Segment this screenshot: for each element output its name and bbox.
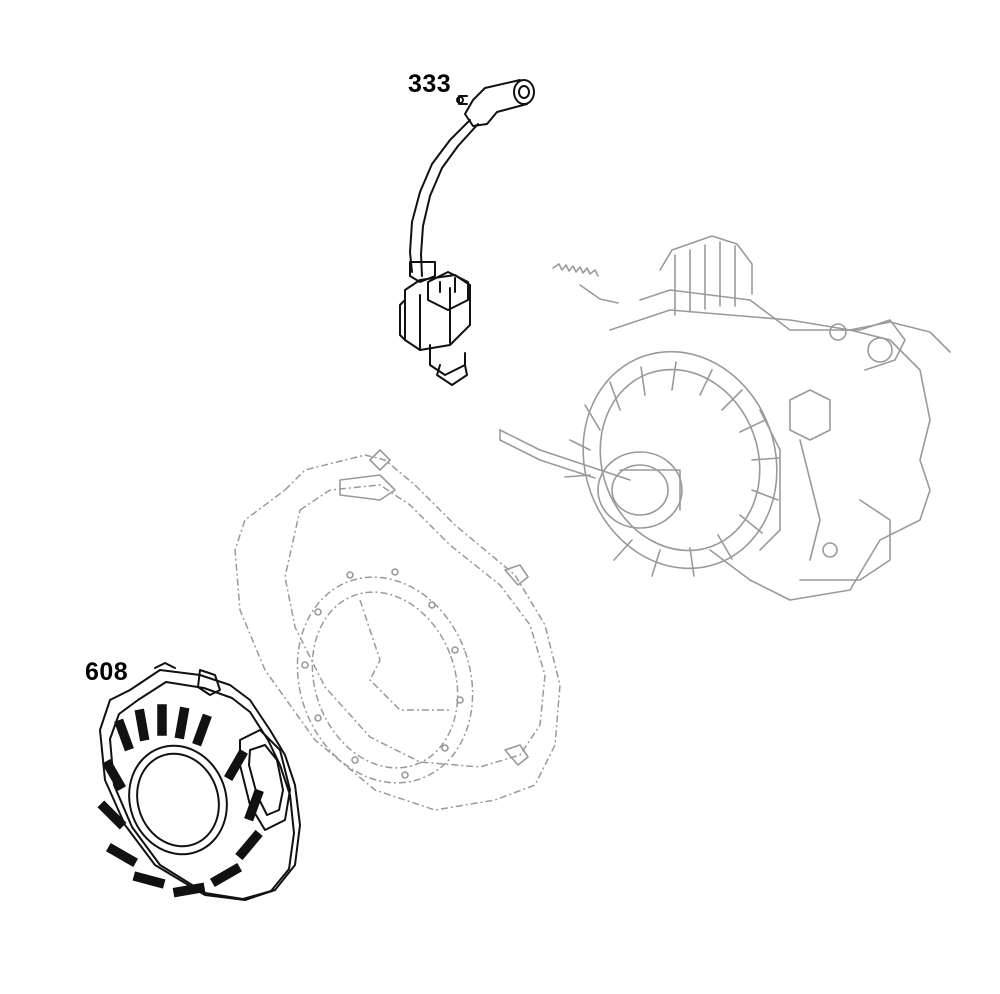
part-number-coil-label: 333 bbox=[408, 70, 452, 98]
spark-plug-boot bbox=[456, 79, 535, 127]
coil-body bbox=[399, 261, 471, 386]
blower-housing bbox=[234, 449, 561, 811]
recoil-starter bbox=[97, 662, 301, 901]
engine-block bbox=[499, 235, 951, 601]
part-number-starter-label: 608 bbox=[85, 658, 129, 686]
bolt-holes bbox=[301, 568, 464, 779]
starter-vent-slots bbox=[97, 704, 264, 898]
ignition-coil bbox=[399, 79, 535, 386]
